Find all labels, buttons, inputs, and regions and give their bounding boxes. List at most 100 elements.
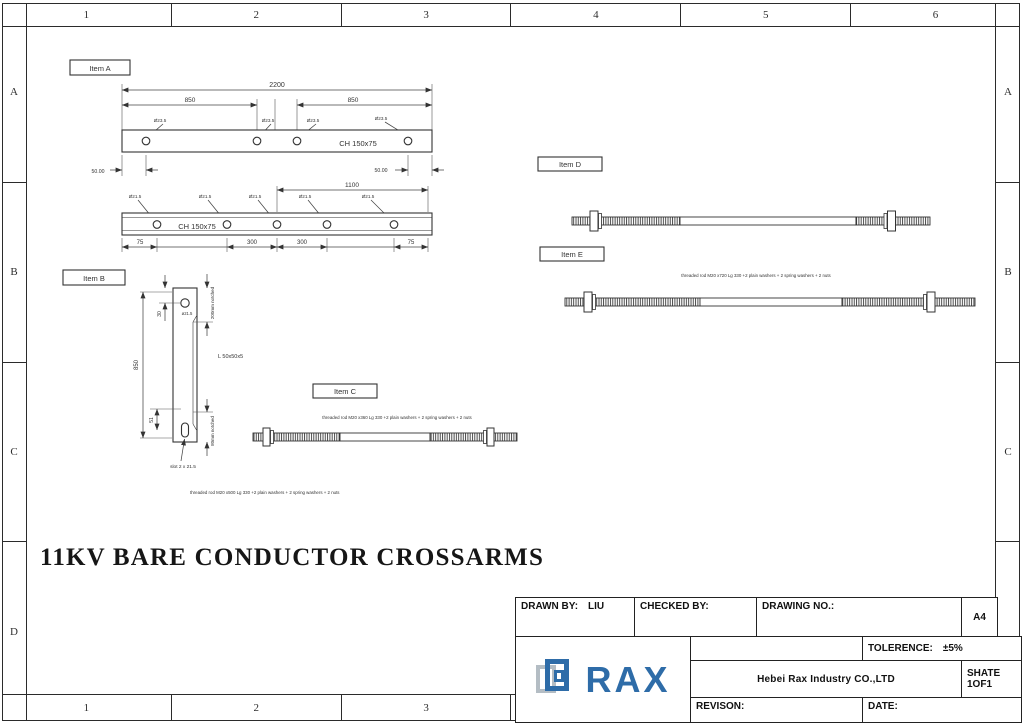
- item-e-label-box: [539, 246, 605, 262]
- item-b-label: Item B: [83, 274, 105, 283]
- grid-row-label: B: [2, 183, 26, 363]
- end-dim-left: 50.00: [92, 169, 105, 175]
- drawn-by-value: LIU: [588, 601, 605, 612]
- washer: [883, 213, 888, 229]
- grid-row-label: B: [996, 183, 1020, 363]
- item-c-label: Item C: [334, 387, 357, 396]
- revision-label: REVISON:: [696, 701, 745, 712]
- hole-dia-label: Ø23.5: [262, 118, 275, 123]
- threaded-section: [571, 216, 681, 226]
- grid-col-label: 3: [342, 695, 512, 721]
- drawn-by-cell: DRAWN BY: LIU: [515, 597, 635, 637]
- washer: [598, 213, 602, 229]
- item-c-drawing: Item C threaded rod M20 x360 Lg 330 +2 p…: [190, 383, 518, 495]
- end-dim-right: 50.00: [375, 168, 388, 174]
- item-c-label-box: [312, 383, 378, 399]
- bottom-slot: [180, 422, 190, 438]
- grid-ref-right: A B C: [995, 3, 1020, 721]
- hole-dia-label: Ø21.5: [299, 194, 312, 199]
- hex-nut: [589, 210, 599, 232]
- dim-75: 75: [137, 240, 144, 246]
- checked-by-label: CHECKED BY:: [640, 601, 709, 612]
- channel-beam-top: [121, 129, 433, 153]
- item-a-label-box: [69, 59, 131, 76]
- hole-dia-label: Ø23.5: [307, 118, 320, 123]
- tolerance-cell: TOLERENCE: ±5%: [862, 636, 1022, 661]
- grid-row-label: C: [2, 363, 26, 543]
- sheet-number: SHATE 1OF1: [967, 668, 1001, 690]
- hex-nut: [486, 427, 495, 447]
- item-e-caption: threaded rod M20 x720 Lg 330 +2 plain wa…: [681, 273, 831, 278]
- notch-bottom-note: 80mm notched: [210, 416, 215, 446]
- company-name: Hebei Rax Industry CO.,LTD: [757, 673, 895, 685]
- hole-dia-label: Ø23.5: [375, 116, 388, 121]
- dim-850-right: 850: [348, 97, 359, 104]
- dim-75: 75: [408, 240, 415, 246]
- item-a-label: Item A: [89, 64, 110, 73]
- dim-30: 30: [157, 311, 163, 317]
- title-block: DRAWN BY: LIU CHECKED BY: DRAWING NO.: A4…: [515, 597, 1022, 723]
- bolt-hole: [252, 136, 262, 146]
- dim-51: 51: [149, 417, 155, 423]
- washer: [270, 430, 274, 444]
- dim-850-left: 850: [185, 97, 196, 104]
- grid-ref-top: 1 2 3 4 5 6: [2, 3, 1020, 27]
- bolt-hole: [222, 220, 232, 229]
- beam-spec-label: CH 150x75: [339, 139, 377, 148]
- item-c-caption: threaded rod M20 x360 Lg 330 +2 plain wa…: [322, 415, 472, 420]
- hole-dia-label: ø21.5: [182, 311, 193, 316]
- bolt-hole: [389, 220, 399, 229]
- item-e-drawing: Item E threaded rod M20 x720 Lg 330 +2 p…: [539, 246, 976, 313]
- bolt-hole: [180, 298, 190, 308]
- dim-2200: 2200: [269, 82, 285, 89]
- grid-ref-left: A B C D: [2, 3, 27, 721]
- hole-dia-label: Ø21.5: [199, 194, 212, 199]
- drawing-no-label: DRAWING NO.:: [762, 601, 835, 612]
- rax-logo-icon: [535, 656, 579, 704]
- sheet-number-cell: SHATE 1OF1: [961, 660, 1022, 698]
- grid-col-label: 2: [172, 3, 342, 26]
- grid-col-label: 5: [681, 3, 852, 26]
- hole-dia-label: Ø21.5: [129, 194, 142, 199]
- washer: [483, 430, 487, 444]
- tolerance-label: TOLERENCE:: [868, 643, 933, 654]
- grid-row-label: D: [10, 625, 18, 638]
- bolt-hole: [292, 136, 302, 146]
- slot-note: slot 2 x 21.5: [170, 464, 196, 470]
- bolt-hole: [272, 220, 282, 229]
- checked-by-cell: CHECKED BY:: [634, 597, 757, 637]
- item-d-label-box: [537, 156, 603, 172]
- plain-section: [339, 432, 431, 442]
- empty-cell: [690, 636, 863, 661]
- bolt-hole: [403, 136, 413, 146]
- hex-nut: [262, 427, 271, 447]
- paper-size: A4: [973, 611, 986, 623]
- hole-dia-label: Ø23.5: [154, 118, 167, 123]
- company-name-cell: Hebei Rax Industry CO.,LTD: [690, 660, 962, 698]
- bolt-hole: [152, 220, 162, 229]
- logo-icon-shape: [545, 658, 570, 691]
- hex-nut: [926, 291, 936, 313]
- drawing-no-cell: DRAWING NO.:: [756, 597, 962, 637]
- washer: [923, 294, 927, 310]
- bolt-hole: [141, 136, 151, 146]
- grid-col-label: 1: [2, 3, 172, 26]
- item-a-drawing: Item A 2200 850 850 Ø23.5 Ø23.5 Ø23.5 Ø2…: [69, 59, 444, 176]
- rax-logo-text: RAX: [585, 658, 671, 700]
- paper-size-cell: A4: [961, 597, 998, 637]
- hex-nut: [887, 210, 896, 232]
- grid-col-label: 2: [172, 695, 342, 721]
- item-d-drawing: Item D: [537, 156, 931, 232]
- item-e-label: Item E: [561, 250, 583, 259]
- item-a-second-view: 1100 Ø21.5 Ø21.5 Ø21.5 Ø21.5 Ø21.5 CH 15…: [121, 182, 433, 252]
- dim-850-length: 850: [134, 359, 140, 370]
- drawn-by-label: DRAWN BY:: [521, 601, 579, 612]
- beam-spec-label: CH 150x75: [178, 222, 216, 231]
- grid-col-label: 6: [932, 8, 939, 21]
- grid-col-label: 4: [511, 3, 682, 26]
- item-b-drawing: Item B ø21.5 850 30 200mm notched L 50x5…: [62, 269, 243, 470]
- logo-cell: RAX: [515, 636, 691, 723]
- tolerance-value: ±5%: [942, 643, 963, 654]
- grid-row-label: A: [2, 3, 26, 183]
